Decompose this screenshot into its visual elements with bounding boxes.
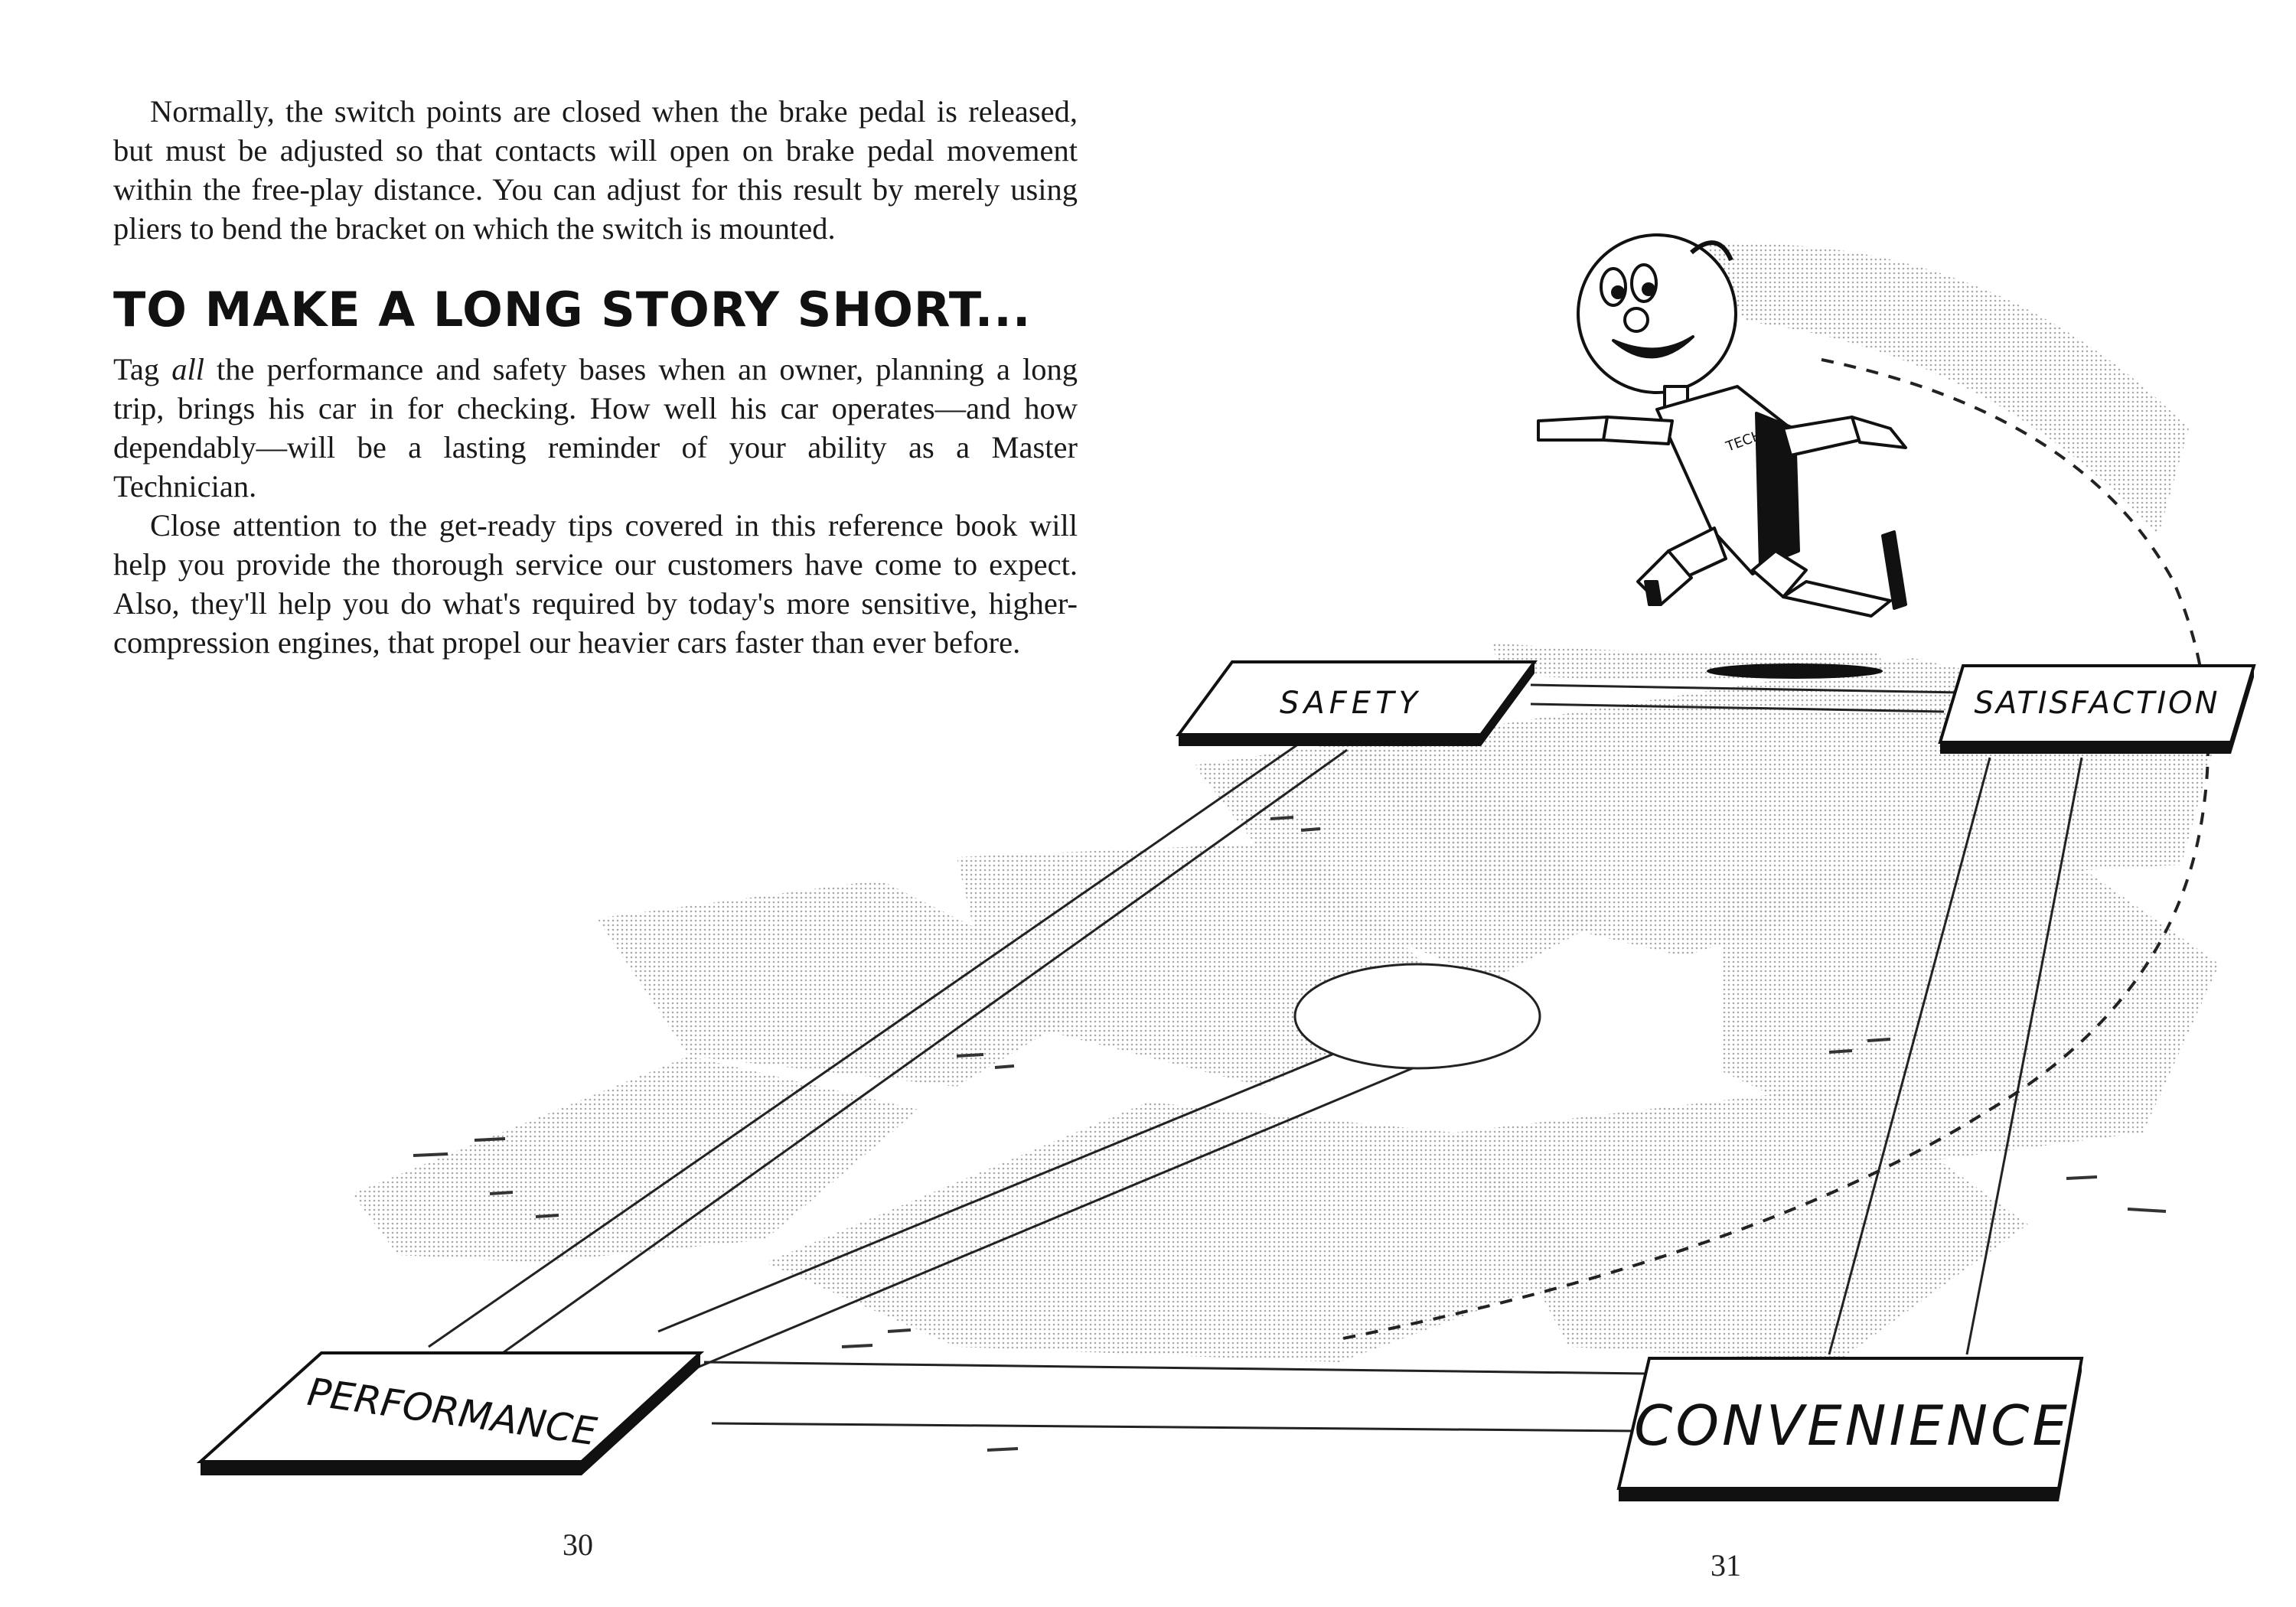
motion-dashes [413, 816, 2167, 1452]
page-number-left: 30 [563, 1527, 593, 1562]
tag-rest: the performance and safety bases when an… [113, 352, 1078, 504]
section-heading: TO MAKE A LONG STORY SHORT... [113, 282, 1032, 337]
convenience-label: CONVENIENCE [1634, 1393, 2070, 1458]
tag-paragraph: Tag all the performance and safety bases… [113, 350, 1078, 506]
tag-prefix: Tag [113, 352, 172, 386]
satisfaction-label: SATISFACTION [1974, 686, 2219, 721]
shadow-streak [1707, 663, 1883, 679]
pitchers-mound [1293, 963, 1541, 1070]
safety-label: SAFETY [1280, 686, 1422, 721]
tag-emphasis: all [171, 352, 204, 386]
satisfaction-base: SATISFACTION [1938, 664, 2256, 754]
safety-base: SAFETY [1176, 660, 1538, 746]
field-shading [352, 243, 2219, 1362]
intro-paragraph: Normally, the switch points are closed w… [113, 94, 1078, 246]
performance-base: PERFORMANCE [196, 1351, 705, 1475]
page-number-right: 31 [1711, 1548, 1741, 1583]
mascot-runner: TECH [1537, 233, 1907, 618]
base-paths [428, 683, 2083, 1433]
closing-paragraph: Close attention to the get-ready tips co… [113, 508, 1078, 660]
runner-trail [1339, 358, 2210, 1341]
left-page-text: Normally, the switch points are closed w… [113, 92, 1078, 662]
mascot-head [1577, 233, 1737, 394]
convenience-base: CONVENIENCE [1616, 1357, 2084, 1501]
